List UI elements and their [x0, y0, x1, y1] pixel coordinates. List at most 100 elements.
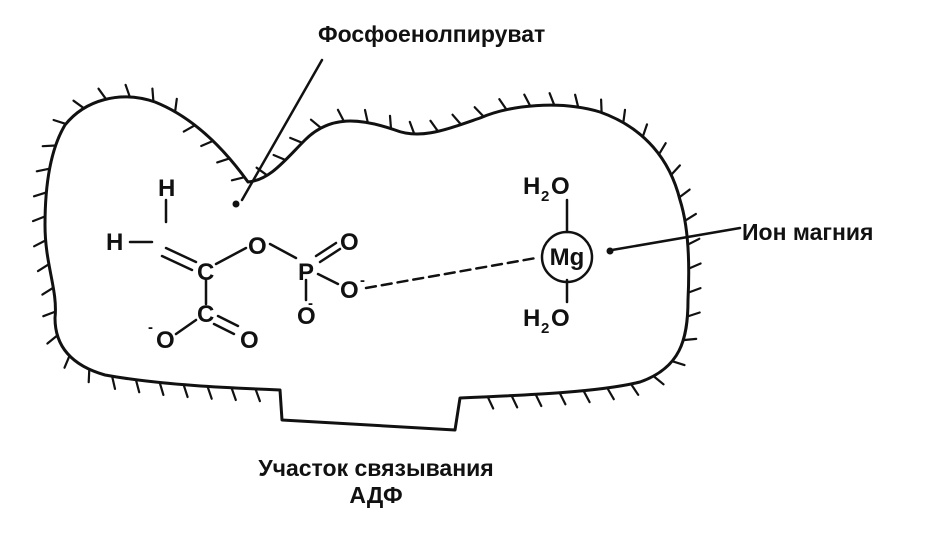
outline-hair-mark [670, 164, 682, 176]
water-top: H 2 O [523, 173, 570, 205]
water-top-h: H [523, 173, 540, 200]
outline-hair-mark [174, 97, 178, 113]
outline-hair-mark [124, 83, 131, 99]
outline-hair-mark [558, 391, 567, 406]
bond-c-o-minus [174, 318, 198, 336]
outline-hair-mark [336, 108, 345, 123]
outline-hair-mark [97, 87, 108, 101]
outline-hair-mark [682, 337, 698, 342]
mg-phosphate-interaction [364, 256, 538, 290]
water-bottom-h: H [523, 305, 540, 332]
outline-hair-mark [36, 263, 51, 273]
atom-o-carboxyl-left: O [156, 327, 175, 354]
charge-o-p-bottom: - [308, 295, 313, 312]
outline-hair-mark [599, 98, 603, 114]
water-bottom: H 2 O [523, 305, 570, 337]
outline-hair-mark [408, 120, 416, 136]
outline-hair-mark [158, 381, 165, 396]
pep-leader-line [240, 58, 324, 202]
outline-hair-mark [42, 310, 57, 318]
bond-double-2 [160, 254, 194, 272]
outline-hair-mark [657, 142, 667, 156]
outline-hair-mark [641, 123, 649, 138]
outline-hair-mark [309, 118, 323, 130]
outline-hair-mark [41, 286, 55, 296]
outline-hair-mark [72, 99, 86, 110]
outline-hair-mark [32, 191, 48, 198]
outline-hair-mark [388, 114, 393, 130]
water-bottom-subscript: 2 [541, 320, 549, 337]
outline-hair-mark [573, 93, 580, 109]
adp-site-label-line2: АДФ [349, 482, 402, 508]
mg-leader-dot [606, 247, 614, 255]
outline-hair-mark [582, 389, 591, 404]
water-top-subscript: 2 [541, 188, 549, 205]
bond-p-o-top-1 [314, 241, 338, 258]
outline-hair-mark [363, 108, 369, 124]
pep-leader-dot [232, 200, 240, 208]
outline-hair-mark [486, 395, 495, 410]
outline-hair-mark [63, 354, 71, 369]
outline-hair-mark [230, 176, 246, 182]
outline-hair-mark [670, 360, 686, 367]
bond-o-p [268, 242, 298, 260]
bond-p-o-right [316, 272, 340, 286]
charge-o-carboxyl: - [148, 319, 153, 336]
outline-hair-mark [230, 386, 237, 402]
atom-c-carboxyl: C [197, 301, 214, 328]
pep-label: Фосфоенолпируват [318, 21, 545, 47]
outline-hair-mark [498, 97, 508, 111]
outline-hair-mark [206, 385, 213, 400]
adp-site-label-line1: Участок связывания [258, 455, 493, 481]
bond-p-o-top-2 [318, 247, 342, 264]
outline-hair-mark [254, 387, 261, 403]
mg-ion-circle [540, 230, 594, 284]
atom-o-p-bottom: O [297, 303, 316, 330]
charge-o-p-right: - [360, 272, 365, 289]
outline-hair-mark [652, 375, 665, 386]
pep-molecule-bonds [128, 198, 342, 336]
outline-hair-mark [216, 157, 231, 164]
atom-c-enol: C [197, 259, 214, 286]
outline-hair-mark [46, 334, 59, 345]
outline-hair-mark [686, 311, 701, 318]
outline-hair-mark [110, 375, 117, 390]
outline-hair-mark [686, 237, 701, 246]
outline-hair-mark [200, 139, 215, 148]
outline-hair-mark [134, 378, 141, 394]
atom-o-p-top: O [340, 229, 359, 256]
bond-double-1 [164, 246, 198, 264]
atom-o-bridge: O [248, 233, 267, 260]
outline-hair-mark [622, 108, 627, 124]
outline-hair-mark [606, 386, 615, 401]
atom-o-p-right: O [340, 277, 359, 304]
outline-hair-mark [182, 124, 197, 133]
outline-hair-mark [510, 394, 519, 409]
mg-leader-line [610, 226, 742, 252]
outline-hair-mark [523, 93, 532, 108]
enzyme-outline [43, 95, 691, 432]
outline-hair-mark [629, 382, 640, 396]
outline-hair-mark [289, 136, 304, 144]
outline-hair-marks [31, 83, 702, 410]
outline-hair-mark [683, 212, 698, 222]
bond-c-o-double-1 [216, 314, 240, 328]
outline-hair-mark [451, 113, 463, 126]
outline-hair-mark [687, 262, 702, 270]
water-top-o: O [551, 173, 570, 200]
outline-hair-mark [35, 167, 51, 173]
outline-hair-mark [87, 368, 91, 384]
outline-hair-mark [429, 119, 440, 133]
outline-hair-mark [182, 383, 189, 399]
atom-p: P [298, 259, 314, 286]
outline-hair-mark [32, 239, 47, 248]
outline-hair-mark [52, 118, 68, 126]
outline-hair-mark [31, 215, 47, 223]
atom-mg: Mg [550, 244, 585, 271]
outline-hair-mark [272, 153, 287, 162]
outline-hair-mark [548, 92, 556, 107]
bond-c-o [214, 246, 248, 266]
atom-h-left: H [106, 229, 123, 256]
outline-hair-mark [678, 188, 691, 199]
